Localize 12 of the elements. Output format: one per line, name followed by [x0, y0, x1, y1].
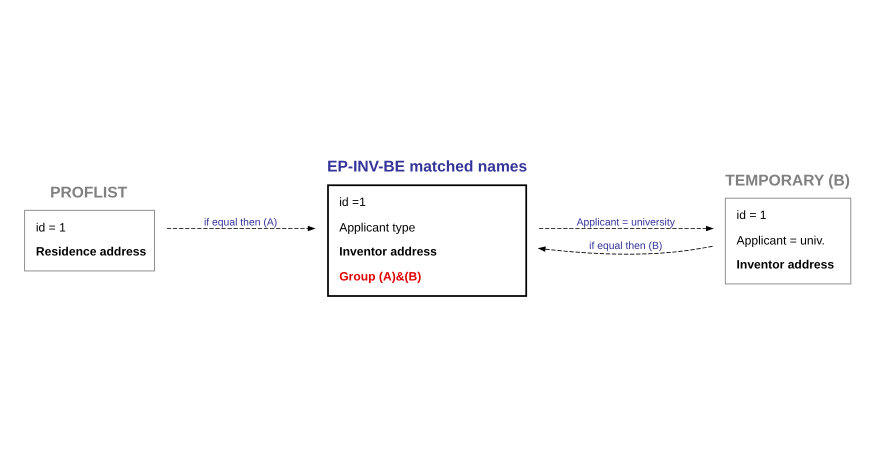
- node-box: id =1 Applicant type Inventor address Group (A)&(B): [327, 184, 528, 296]
- arrow: [166, 225, 316, 231]
- edge-label: if equal then (A): [204, 217, 278, 228]
- node-box: id = 1 Residence address: [24, 209, 155, 271]
- arrow: [538, 225, 714, 231]
- node-label: PROFLIST: [50, 184, 128, 202]
- node-label: TEMPORARY (B): [725, 172, 850, 190]
- arrow: [538, 245, 714, 254]
- node-label: EP-INV-BE matched names: [327, 158, 528, 176]
- edge-label: Applicant = university: [576, 217, 675, 228]
- node-box: id = 1 Applicant = univ. Inventor address: [724, 197, 852, 284]
- edge-label: if equal then (B): [589, 240, 662, 252]
